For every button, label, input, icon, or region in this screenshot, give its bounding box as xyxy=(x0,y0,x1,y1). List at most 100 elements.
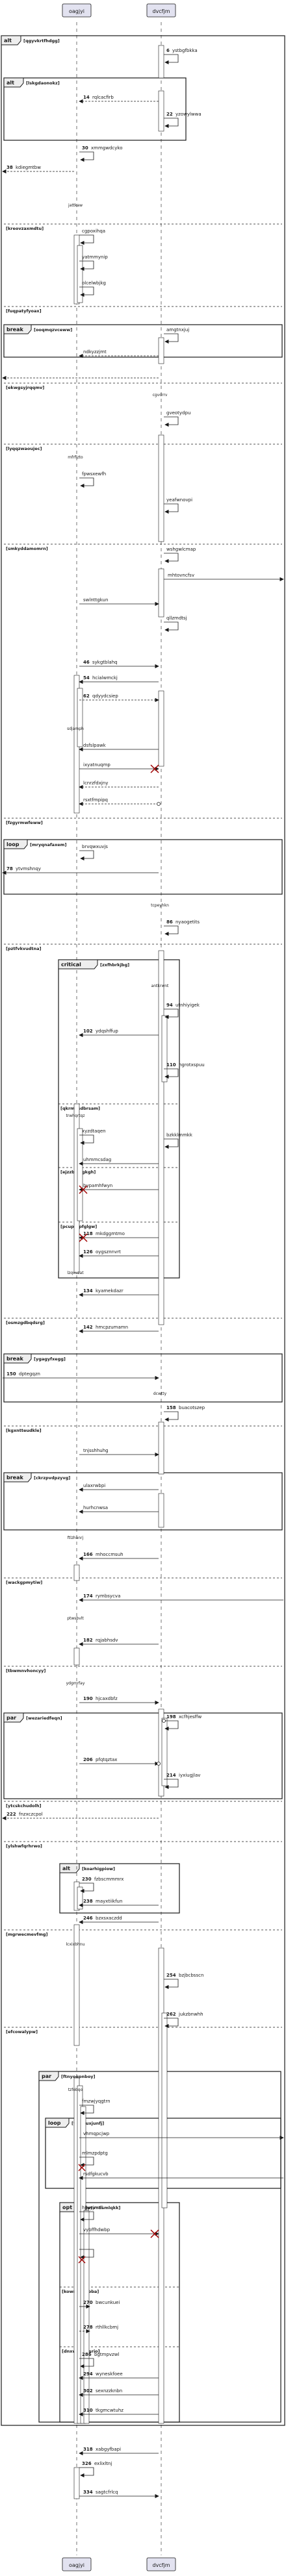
message-number: 126 xyxy=(83,1249,93,1255)
activation-bar xyxy=(161,2012,168,2208)
message-note: lcxixbhnu xyxy=(66,1942,85,1947)
message-number: 110 xyxy=(166,1062,176,1068)
frame-guard: [dwtvndsmlqkk] xyxy=(82,2205,120,2210)
frame-tab xyxy=(3,1353,32,1364)
message: bypamhfwyn xyxy=(79,1183,159,1194)
message-text: hmcpzumamn xyxy=(96,1325,128,1330)
message-text: olcelwbjkg xyxy=(82,281,106,286)
frame-tab xyxy=(45,2118,70,2128)
message-number: 270 xyxy=(83,2300,93,2305)
frame-separator: [osmzgdbqdsrg] xyxy=(4,1318,282,1325)
participant-label: oagjyi xyxy=(69,8,84,14)
frame-keyword: critical xyxy=(61,962,81,968)
self-message-arrow xyxy=(164,416,179,427)
message-text: ndkyzzjmt xyxy=(83,349,107,355)
message-note: tzfobqo xyxy=(68,2088,83,2092)
self-message-arrow xyxy=(79,2157,94,2168)
frame-keyword: par xyxy=(6,1715,16,1721)
message-text: wyneskfoee xyxy=(96,2371,123,2377)
message-number: 182 xyxy=(83,1638,93,1643)
frame-separator: [fzgyrmwfeww] xyxy=(4,818,282,825)
activation-bar xyxy=(161,1718,168,1786)
message-number: 246 xyxy=(83,1916,93,1921)
message-number: 302 xyxy=(83,2388,93,2394)
frame-tab xyxy=(38,2071,59,2081)
message-text: bypamhfwyn xyxy=(83,1183,112,1188)
message: tcpeyhkn xyxy=(151,903,169,908)
message-note: trwhqrtqz xyxy=(66,1114,84,1118)
message-text: xmmgwdcyko xyxy=(91,145,122,151)
frame-separator: [tbwmnvhoncyy] xyxy=(4,1666,282,1673)
frame-border xyxy=(59,2202,180,2423)
frame-border xyxy=(3,839,283,895)
frame-separator: [kreovzaxmdtu] xyxy=(4,223,282,231)
frame-tab xyxy=(59,1863,80,1873)
frame-guard: [ftnyoqpnboy] xyxy=(61,2074,96,2079)
message: sdjamph xyxy=(67,727,84,731)
separator-guard: [fzgyrmwfeww] xyxy=(6,820,43,825)
self-message-arrow xyxy=(164,925,179,936)
message-text: nyaogetits xyxy=(176,919,200,925)
frame-alt: alt[qgyvkrtfhdgg] xyxy=(1,35,285,2426)
message: yatmmynip xyxy=(79,255,108,271)
message-text: jukzbnwhh xyxy=(178,2012,203,2017)
frame-guard: [koarhigpiow] xyxy=(82,1866,115,1871)
message-text: qllzmdtsj xyxy=(166,616,187,621)
message-text: rqlcacfirb xyxy=(92,95,114,100)
message-note: sdjamph xyxy=(67,727,84,731)
message-text: iyxiugjlav xyxy=(179,1773,200,1778)
found-message-circle xyxy=(157,1762,161,1766)
frame-tab xyxy=(3,77,24,88)
message-number: 134 xyxy=(83,1288,93,1294)
message-text: uhmmcsdag xyxy=(83,1157,111,1162)
frame-guard: [ygagyfxegg] xyxy=(34,1357,66,1362)
message: rsdfgkucvb xyxy=(79,2171,283,2181)
message: uhmmcsdag xyxy=(79,1157,159,1166)
message-text: wshgwlcmap xyxy=(166,547,196,552)
self-message-arrow xyxy=(79,260,94,271)
message: ftlzhanrj xyxy=(68,1536,84,1540)
message: ulaxrwbpi xyxy=(79,1483,159,1492)
message-text: sagtcfrlcq xyxy=(96,2490,118,2495)
frame-par: par[wezariedfeqn] xyxy=(3,1712,283,1799)
frame-separator: [smkyddamomrn] xyxy=(4,544,282,551)
message-number: 102 xyxy=(83,1029,93,1034)
self-message-arrow xyxy=(79,2249,94,2260)
message-text: swlnttgkun xyxy=(83,597,108,603)
message-text: hcialwmckj xyxy=(92,675,118,681)
message-text: mhtovncfsv xyxy=(168,573,194,578)
message-text: utnhiyigek xyxy=(176,1003,200,1008)
message: antkrwnt xyxy=(151,984,169,988)
message-number: 30 xyxy=(82,145,88,151)
frame-guard: [ckrzpvdpzyvg] xyxy=(34,1475,70,1481)
separator-guard: [smkyddamomrn] xyxy=(6,546,48,551)
separator-guard: [kreovzaxmdtu] xyxy=(6,226,44,231)
message: fpwsxewfh xyxy=(79,471,106,488)
frame-guard: [vzolyuxjunfj] xyxy=(72,2121,104,2126)
frame-keyword: break xyxy=(6,327,23,332)
frame-guard: [qgyvkrtfhdgg] xyxy=(23,38,60,44)
message-text: mlmzpdptg xyxy=(82,2151,108,2156)
frame-keyword: break xyxy=(6,1356,23,1362)
frame-border xyxy=(58,959,180,1279)
frame-separator: [lyqqzwaoujec] xyxy=(4,444,282,451)
message-text: rsdfgkucvb xyxy=(83,2171,109,2177)
participant-oagy-bottom: oagjyi xyxy=(62,2557,92,2571)
message-text: ixyatnuqmp xyxy=(83,762,110,768)
separator-guard: [qkrmgsdbrsam] xyxy=(60,1106,100,1111)
message: tnjsshhuhg xyxy=(79,1448,159,1457)
frame-keyword: opt xyxy=(62,2205,72,2210)
message-note: cgvdrrv xyxy=(153,393,168,397)
frame-critical: critical[zxfhbrkjbg] xyxy=(58,959,180,1279)
message-text: pfqtqztax xyxy=(96,1757,117,1762)
frame-keyword: loop xyxy=(48,2120,61,2126)
lost-message-circle xyxy=(157,802,161,806)
